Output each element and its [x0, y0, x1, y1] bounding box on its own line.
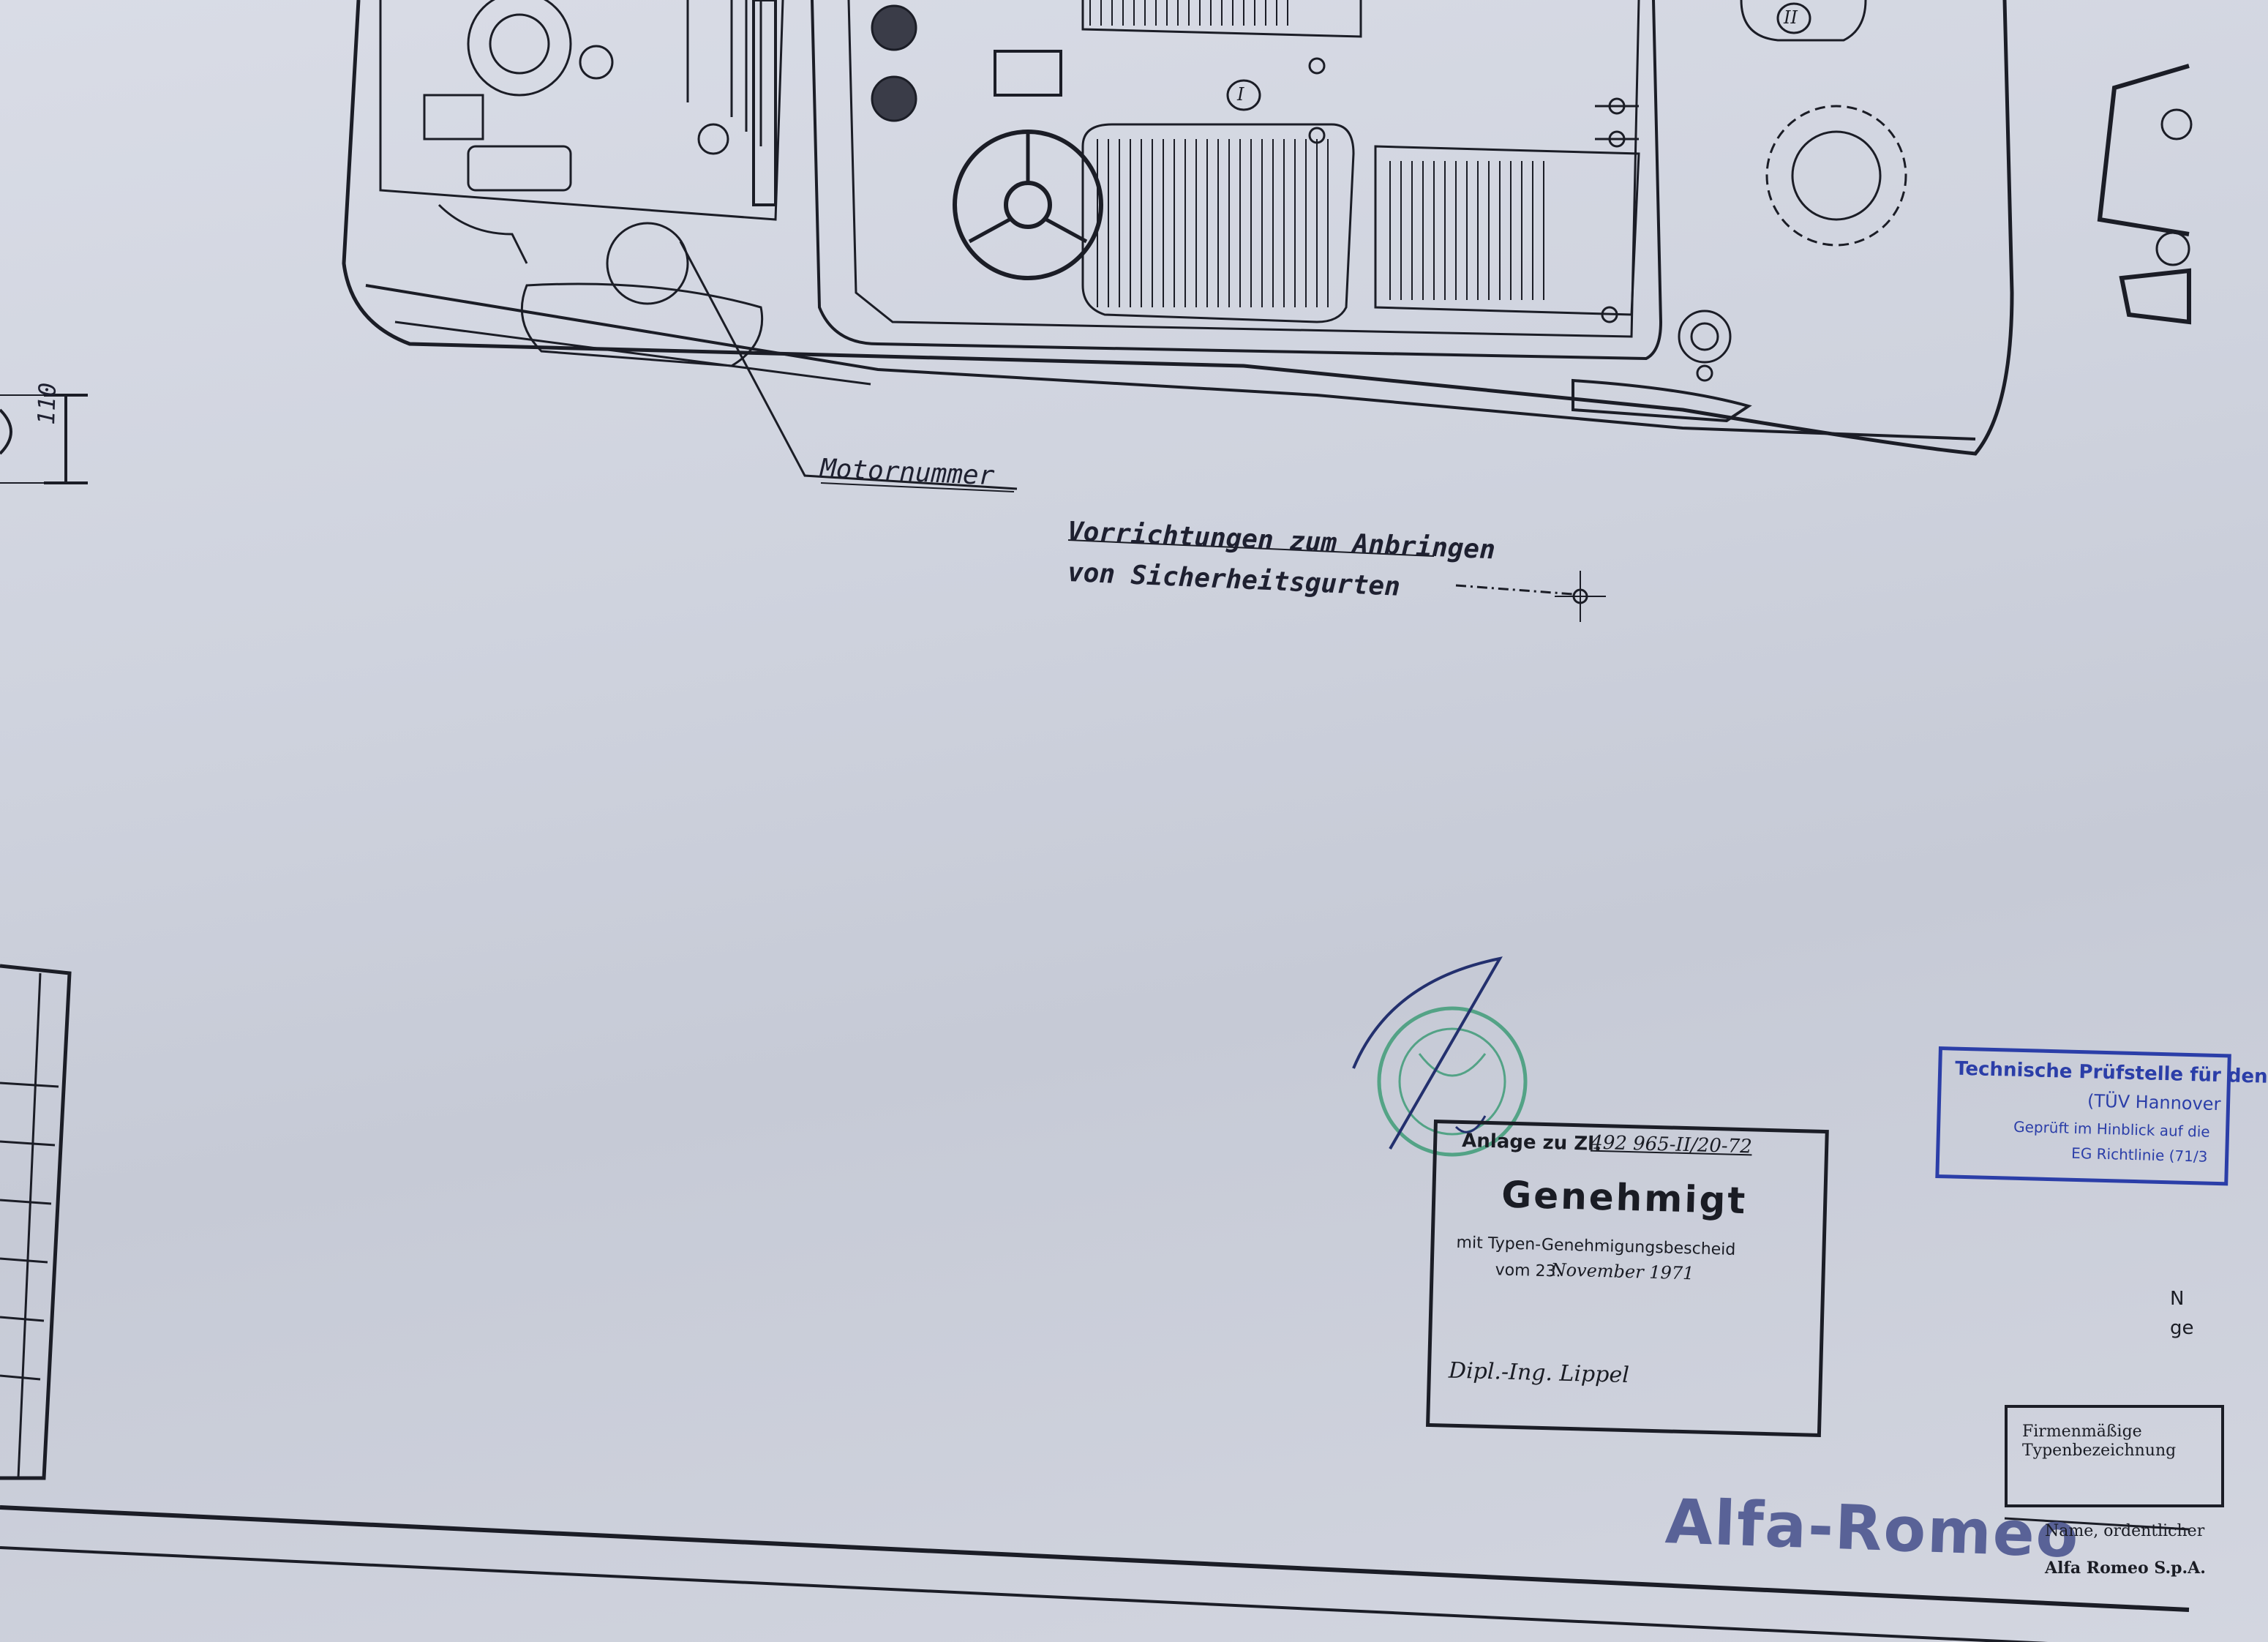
tuv-line4: EG Richtlinie (71/3	[2070, 1144, 2208, 1166]
approval-title: Genehmigt	[1501, 1173, 1748, 1223]
left-title-block	[0, 964, 72, 1480]
air-filter	[606, 222, 689, 305]
belt-leader-line	[1455, 584, 1574, 596]
front-seat	[1081, 123, 1355, 323]
edge-text-a: N	[2170, 1288, 2185, 1310]
motor-leader-line	[679, 241, 1018, 490]
cabin-frame	[811, 0, 1663, 361]
tuv-stamp: Technische Prüfstelle für den (TÜV Hanno…	[1935, 1046, 2268, 1186]
approval-stamp: Anlage zu Zl. 492 965-II/20-72 Genehmigt…	[1426, 1120, 1829, 1437]
seat-marker-i: I	[1237, 84, 1244, 105]
anlage-value: 492 965-II/20-72	[1590, 1131, 1753, 1158]
marker-I-badge	[1226, 79, 1261, 111]
alfa-romeo-stamp: Alfa-Romeo	[1664, 1485, 2081, 1572]
gauge-1	[871, 4, 917, 51]
name-label: Name, ordentlicher	[2045, 1522, 2205, 1540]
car-sill-line	[365, 284, 1976, 441]
firm-label: Firmenmäßige Typenbezeichnung	[2022, 1422, 2177, 1460]
seat-marker-ii: II	[1784, 7, 1798, 28]
tuv-line3: Geprüft im Hinblick auf die	[2013, 1117, 2210, 1141]
approval-date: November 1971	[1550, 1259, 1694, 1284]
technical-drawing	[0, 0, 2193, 1642]
signature-stroke	[1352, 956, 1503, 1150]
tuv-line2: (TÜV Hannover	[2087, 1090, 2221, 1115]
engine-pulley	[467, 0, 572, 97]
approval-line: mit Typen-Genehmigungsbescheid	[1456, 1233, 1736, 1259]
firm-name-box: Firmenmäßige Typenbezeichnung	[2005, 1405, 2224, 1507]
marker-II-badge	[1776, 2, 1811, 34]
frame-line-2	[0, 1546, 2049, 1642]
edge-text-b: ge	[2170, 1317, 2194, 1339]
rear-wheel-arc	[1765, 105, 1907, 247]
gauge-2	[871, 75, 917, 122]
alfa-romeo-seal	[1377, 1006, 1528, 1157]
seat-top	[1081, 0, 1362, 38]
frame-line-1	[0, 1505, 2190, 1612]
right-detail-outline	[2097, 64, 2190, 236]
rear-seat	[1374, 145, 1640, 316]
engine-bay	[379, 0, 784, 221]
tuv-line1: Technische Prüfstelle für den	[1954, 1057, 2268, 1088]
dimension-110	[44, 394, 88, 484]
company-name: Alfa Romeo S.p.A.	[2045, 1559, 2206, 1578]
car-lower-line	[394, 320, 871, 386]
car-body-outline	[342, 0, 2014, 456]
approval-signature: Dipl.-Ing. Lippel	[1448, 1357, 1630, 1389]
dimension-label: 110	[32, 382, 61, 426]
anlage-label: Anlage zu Zl.	[1461, 1130, 1602, 1155]
